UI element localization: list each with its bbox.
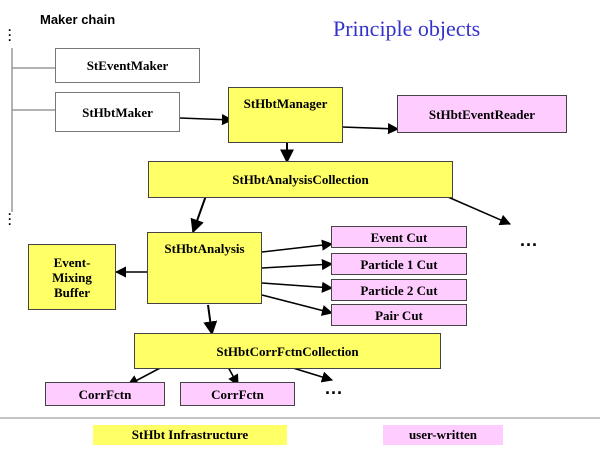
maker-chain-top-dots: ··· bbox=[8, 23, 12, 47]
arrow-analysis-to-pair-cut bbox=[261, 294, 334, 316]
event-cut-box[interactable]: Event Cut bbox=[331, 226, 467, 248]
legend-infrastructure: StHbt Infrastructure bbox=[93, 425, 287, 445]
arrow-corrcollection-to-more bbox=[292, 367, 334, 383]
arrow-manager-to-reader bbox=[341, 123, 400, 135]
st-hbt-maker-box[interactable]: StHbtMaker bbox=[55, 92, 180, 132]
st-hbt-analysis-box[interactable]: StHbtAnalysis bbox=[147, 232, 262, 304]
particle-1-cut-box[interactable]: Particle 1 Cut bbox=[331, 253, 467, 275]
corrfctn-box-2[interactable]: CorrFctn bbox=[180, 382, 295, 406]
particle-2-cut-box[interactable]: Particle 2 Cut bbox=[331, 279, 467, 301]
corrfctn-box-1[interactable]: CorrFctn bbox=[45, 382, 165, 406]
st-hbt-event-reader-box[interactable]: StHbtEventReader bbox=[397, 95, 567, 133]
legend-user-written: user-written bbox=[383, 425, 503, 445]
pair-cut-box[interactable]: Pair Cut bbox=[331, 304, 467, 326]
arrow-analysis-to-particle1-cut bbox=[261, 258, 334, 271]
event-mixing-buffer-box[interactable]: Event- Mixing Buffer bbox=[28, 244, 116, 310]
arrow-analysis-to-particle2-cut bbox=[261, 281, 334, 293]
arrow-analysis-to-event-cut bbox=[261, 239, 334, 253]
st-hbt-manager-box[interactable]: StHbtManager bbox=[228, 87, 343, 143]
arrow-analysis-to-corrcollection bbox=[203, 304, 218, 336]
st-hbt-corrfctn-collection-box[interactable]: StHbtCorrFctnCollection bbox=[134, 333, 441, 369]
more-analyses-ellipsis: ... bbox=[520, 230, 539, 250]
st-hbt-analysis-collection-box[interactable]: StHbtAnalysisCollection bbox=[148, 161, 453, 198]
page-title: Principle objects bbox=[333, 16, 481, 41]
st-event-maker-box[interactable]: StEventMaker bbox=[55, 48, 200, 83]
more-corrfctns-ellipsis: ... bbox=[325, 378, 344, 398]
maker-chain-label: Maker chain bbox=[40, 12, 116, 27]
arrow-maker-to-manager bbox=[179, 114, 234, 126]
maker-chain-bottom-dots: ··· bbox=[8, 207, 12, 231]
